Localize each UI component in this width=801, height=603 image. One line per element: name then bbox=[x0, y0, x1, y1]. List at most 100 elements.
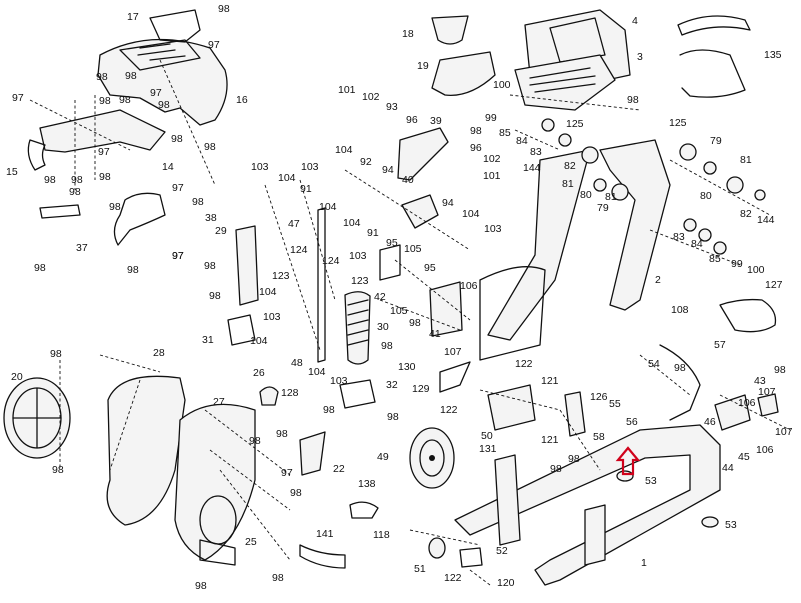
callout-80: 80 bbox=[700, 190, 712, 202]
callout-104: 104 bbox=[259, 286, 277, 298]
callout-104: 104 bbox=[343, 217, 361, 229]
callout-103: 103 bbox=[484, 223, 502, 235]
callout-98: 98 bbox=[272, 572, 284, 584]
callout-103: 103 bbox=[251, 161, 269, 173]
callout-97: 97 bbox=[98, 146, 110, 158]
callout-124: 124 bbox=[322, 255, 340, 267]
callout-57: 57 bbox=[714, 339, 726, 351]
callout-141: 141 bbox=[316, 528, 334, 540]
callout-130: 130 bbox=[398, 361, 416, 373]
callout-103: 103 bbox=[301, 161, 319, 173]
callout-32: 32 bbox=[386, 379, 398, 391]
callout-98: 98 bbox=[218, 3, 230, 15]
callout-98: 98 bbox=[192, 196, 204, 208]
callout-79: 79 bbox=[597, 202, 609, 214]
callout-144: 144 bbox=[523, 162, 541, 174]
callout-98: 98 bbox=[550, 463, 562, 475]
callout-125: 125 bbox=[669, 117, 687, 129]
callout-106: 106 bbox=[738, 397, 756, 409]
upright-frame-part bbox=[479, 139, 671, 361]
callout-103: 103 bbox=[349, 250, 367, 262]
callout-93: 93 bbox=[386, 101, 398, 113]
callout-105: 105 bbox=[390, 305, 408, 317]
handlebar-part bbox=[27, 109, 166, 246]
callout-108: 108 bbox=[671, 304, 689, 316]
callout-82: 82 bbox=[564, 160, 576, 172]
callout-104: 104 bbox=[335, 144, 353, 156]
callout-101: 101 bbox=[483, 170, 501, 182]
callout-83: 83 bbox=[673, 231, 685, 243]
callout-104: 104 bbox=[319, 201, 337, 213]
callout-94: 94 bbox=[382, 164, 394, 176]
callout-47: 47 bbox=[288, 218, 300, 230]
callout-97: 97 bbox=[208, 39, 220, 51]
callout-122: 122 bbox=[515, 358, 533, 370]
callout-25: 25 bbox=[245, 536, 257, 548]
callout-118: 118 bbox=[373, 529, 390, 541]
callout-103: 103 bbox=[263, 311, 281, 323]
callout-98: 98 bbox=[34, 262, 46, 274]
callout-84: 84 bbox=[516, 135, 528, 147]
callout-106: 106 bbox=[756, 444, 774, 456]
callout-43: 43 bbox=[754, 375, 766, 387]
callout-105: 105 bbox=[404, 243, 422, 255]
callout-26: 26 bbox=[253, 367, 265, 379]
callout-97: 97 bbox=[172, 250, 184, 262]
callout-46: 46 bbox=[704, 416, 716, 428]
callout-98: 98 bbox=[204, 260, 216, 272]
callout-104: 104 bbox=[278, 172, 296, 184]
callout-129: 129 bbox=[412, 383, 430, 395]
chest-strap-part bbox=[677, 15, 751, 98]
arm-bearing-parts bbox=[541, 118, 766, 255]
callout-104: 104 bbox=[462, 208, 480, 220]
callout-98: 98 bbox=[99, 171, 111, 183]
callout-19: 19 bbox=[417, 60, 429, 72]
callout-98: 98 bbox=[774, 364, 786, 376]
callout-45: 45 bbox=[738, 451, 750, 463]
callout-92: 92 bbox=[360, 156, 372, 168]
callout-125: 125 bbox=[566, 118, 584, 130]
callout-15: 15 bbox=[6, 166, 18, 178]
callout-98: 98 bbox=[568, 453, 580, 465]
callout-1: 1 bbox=[641, 557, 647, 569]
callout-81: 81 bbox=[605, 191, 617, 203]
callout-107: 107 bbox=[775, 426, 793, 438]
callout-121: 121 bbox=[541, 434, 559, 446]
callout-81: 81 bbox=[562, 178, 574, 190]
callout-85: 85 bbox=[499, 127, 511, 139]
callout-98: 98 bbox=[674, 362, 686, 374]
callout-107: 107 bbox=[444, 346, 462, 358]
callout-138: 138 bbox=[358, 478, 376, 490]
callout-98: 98 bbox=[109, 201, 121, 213]
callout-99: 99 bbox=[731, 258, 743, 270]
callout-98: 98 bbox=[290, 487, 302, 499]
callout-128: 128 bbox=[281, 387, 299, 399]
callout-106: 106 bbox=[460, 280, 478, 292]
callout-27: 27 bbox=[213, 396, 225, 408]
callout-29: 29 bbox=[215, 225, 227, 237]
callout-98: 98 bbox=[171, 133, 183, 145]
disc-cover-part bbox=[3, 375, 256, 561]
callout-98: 98 bbox=[381, 340, 393, 352]
callout-14: 14 bbox=[162, 161, 174, 173]
callout-80: 80 bbox=[580, 189, 592, 201]
callout-98: 98 bbox=[276, 428, 288, 440]
callout-98: 98 bbox=[50, 348, 62, 360]
callout-98: 98 bbox=[99, 95, 111, 107]
callout-18: 18 bbox=[402, 28, 414, 40]
callout-2: 2 bbox=[655, 274, 661, 286]
callout-124: 124 bbox=[290, 244, 308, 256]
callout-97: 97 bbox=[281, 467, 293, 479]
callout-98: 98 bbox=[71, 174, 83, 186]
callout-122: 122 bbox=[444, 572, 462, 584]
callout-4: 4 bbox=[632, 15, 638, 27]
callout-96: 96 bbox=[470, 142, 482, 154]
callout-95: 95 bbox=[386, 237, 398, 249]
callout-91: 91 bbox=[300, 183, 312, 195]
callout-102: 102 bbox=[362, 91, 380, 103]
callout-131: 131 bbox=[479, 443, 497, 455]
callout-49: 49 bbox=[377, 451, 389, 463]
callout-17: 17 bbox=[127, 11, 139, 23]
